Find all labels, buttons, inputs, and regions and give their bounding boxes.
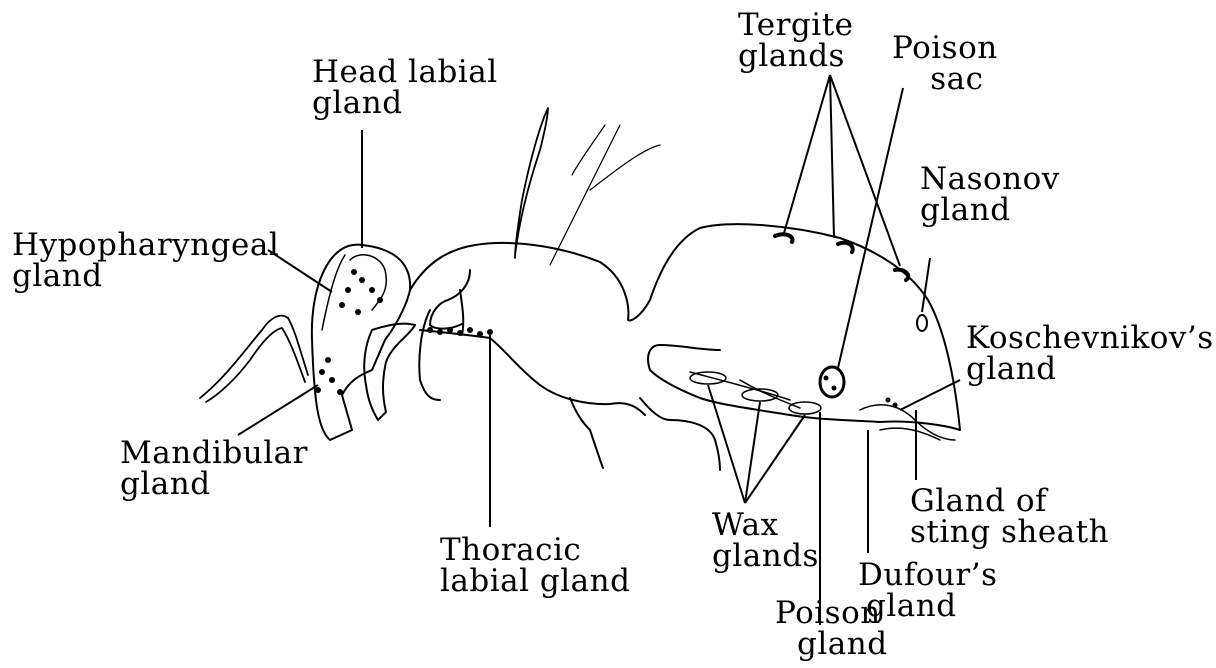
leader-tergite-2 <box>830 75 834 238</box>
wax-gland-1 <box>690 372 726 384</box>
midleg <box>570 398 603 468</box>
label-head-labial-gland: Head labial gland <box>312 57 498 119</box>
label-dufours-gland: Dufour’s gland <box>858 560 998 622</box>
tergite-gland-mark-1 <box>775 234 793 242</box>
label-koschevnikov-gland: Koschevnikov’s gland <box>966 323 1214 385</box>
label-poison-sac: Poison sac <box>892 33 998 95</box>
leader-nasonov <box>922 258 930 312</box>
leader-wax-1 <box>708 385 745 503</box>
label-tergite-glands: Tergite glands <box>738 10 854 72</box>
label-hypopharyngeal-gland: Hypopharyngeal gland <box>12 230 279 292</box>
foreleg <box>430 270 470 335</box>
tergite-gland-mark-2 <box>838 243 853 252</box>
antenna <box>200 316 308 402</box>
leader-poison-sac <box>838 88 903 368</box>
poison-sac-shape <box>820 367 844 397</box>
wax-gland-3 <box>789 402 821 414</box>
abdomen-outline <box>648 224 960 430</box>
leader-koschevnikov <box>900 380 960 410</box>
label-mandibular-gland: Mandibular gland <box>120 438 308 500</box>
wing-hind <box>550 125 660 265</box>
thorax-outline <box>410 228 700 320</box>
wing-front <box>515 108 548 258</box>
hindleg <box>640 398 720 470</box>
label-gland-of-sting-sheath: Gland of sting sheath <box>910 486 1109 548</box>
leader-wax-3 <box>745 415 805 503</box>
leader-wax-2 <box>745 402 760 503</box>
label-nasonov-gland: Nasonov gland <box>920 164 1060 226</box>
nasonov-gland-shape <box>917 315 927 331</box>
thorax-lower <box>420 330 645 415</box>
label-thoracic-labial-gland: Thoracic labial gland <box>440 535 630 597</box>
tergite-gland-mark-3 <box>895 270 908 280</box>
leader-mandibular <box>238 385 318 435</box>
mandible <box>364 324 415 420</box>
label-wax-glands: Wax glands <box>712 510 819 572</box>
abdomen-segment-1 <box>690 372 790 400</box>
leader-tergite-1 <box>784 75 830 233</box>
head-outline <box>312 245 410 440</box>
